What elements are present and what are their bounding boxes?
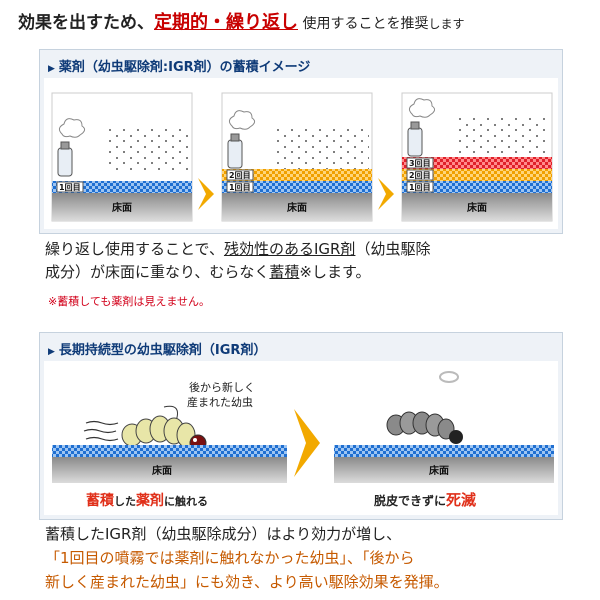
headline-middle: 使用することを推奨 — [298, 16, 428, 32]
headline-emphasis: 定期的・繰り返し — [154, 12, 298, 33]
accumulation-diagram: 1回目 床面 2回目 1回目 — [44, 78, 558, 229]
stage-3: 3回目 2回目 1回目 床面 — [402, 93, 552, 221]
bottom-line-3-text: 新しく産まれた幼虫」にも効き、より高い駆除効果を発揮。 — [45, 573, 449, 591]
description-line-1: 繰り返し使用することで、残効性のあるIGR剤（幼虫駆除 — [45, 238, 430, 261]
description-line1-c: （幼虫駆除 — [355, 240, 430, 258]
headline: 効果を出すため、定期的・繰り返し 使用することを推奨します — [18, 8, 464, 34]
bottom-line-2: 「1回目の噴霧では薬剤に触れなかった幼虫」、「後から — [45, 546, 449, 570]
layer-1-label: 1回目 — [409, 183, 431, 192]
accumulated-layer — [334, 445, 554, 457]
spray-particles — [454, 116, 549, 158]
igr-panel-title: ▶ 長期持続型の幼虫駆除剤（IGR剤） — [48, 339, 266, 358]
larva-caption-1: 後から新しく — [189, 380, 255, 394]
description-line1-a: 繰り返し使用することで、 — [45, 240, 224, 258]
motion-lines-icon — [84, 422, 118, 441]
igr-svg: 後から新しく 産まれた幼虫 — [44, 361, 558, 515]
right-caption-b: 死滅 — [446, 491, 476, 509]
larva-after: 床面 脱皮できずに死滅 — [334, 372, 554, 509]
bottom-line-1: 蓄積したIGR剤（幼虫駆除成分）はより効力が増し、 — [45, 522, 449, 546]
floor-label: 床面 — [287, 201, 307, 214]
description-line1-b: 残効性のあるIGR剤 — [224, 240, 355, 258]
description-line2-a: 成分）が床面に重なり、むらなく — [45, 263, 269, 281]
left-caption-c: 薬剤 — [136, 492, 164, 509]
headline-suffix: します — [428, 17, 464, 31]
layer-2-label: 2回目 — [229, 171, 251, 180]
larva-before: 後から新しく 産まれた幼虫 — [52, 380, 287, 509]
spray-particles — [274, 126, 369, 171]
accumulated-layer — [52, 445, 287, 457]
left-caption: 蓄積した薬剤に触れる — [86, 492, 208, 509]
stage-1: 1回目 床面 — [52, 93, 192, 221]
description-line-2: 成分）が床面に重なり、むらなく蓄積※します。 — [45, 261, 430, 284]
floor-label: 床面 — [467, 201, 487, 214]
description-line2-c: ※します。 — [299, 263, 370, 281]
arrow-right-icon — [378, 178, 394, 210]
layer-1-label: 1回目 — [59, 183, 81, 192]
note: ※蓄積しても薬剤は見えません。 — [48, 293, 210, 309]
arrow-right-icon — [294, 409, 320, 477]
floor-label: 床面 — [152, 464, 172, 477]
halo-icon — [440, 372, 458, 382]
description-line2-b: 蓄積 — [269, 263, 299, 281]
floor-label: 床面 — [112, 201, 132, 214]
triangle-icon: ▶ — [48, 347, 55, 357]
bottom-text: 蓄積したIGR剤（幼虫駆除成分）はより効力が増し、 「1回目の噴霧では薬剤に触れ… — [45, 522, 449, 594]
description: 繰り返し使用することで、残効性のあるIGR剤（幼虫駆除 成分）が床面に重なり、む… — [45, 238, 430, 284]
layer-2-label: 2回目 — [409, 171, 431, 180]
triangle-icon: ▶ — [48, 64, 55, 74]
layer-3-label: 3回目 — [409, 159, 431, 168]
left-caption-d: に触れる — [164, 494, 208, 508]
left-caption-a: 蓄積 — [86, 492, 115, 509]
accumulation-panel: ▶ 薬剤（幼虫駆除剤:IGR剤）の蓄積イメージ — [39, 49, 563, 234]
right-caption-a: 脱皮できずに — [374, 493, 446, 508]
left-caption-b: した — [114, 495, 136, 508]
igr-title-text: 長期持続型の幼虫駆除剤（IGR剤） — [59, 343, 267, 358]
right-caption: 脱皮できずに死滅 — [374, 491, 476, 509]
larva-caption-2: 産まれた幼虫 — [187, 396, 253, 409]
arrow-right-icon — [198, 178, 214, 210]
accumulation-svg: 1回目 床面 2回目 1回目 — [44, 78, 558, 229]
igr-panel: ▶ 長期持続型の幼虫駆除剤（IGR剤） 後から新しく 産まれた幼虫 — [39, 332, 563, 520]
accumulation-title-text: 薬剤（幼虫駆除剤:IGR剤）の蓄積イメージ — [59, 60, 310, 75]
headline-prefix: 効果を出すため、 — [18, 13, 154, 33]
stage-2: 2回目 1回目 床面 — [222, 93, 372, 221]
igr-diagram: 後から新しく 産まれた幼虫 — [44, 361, 558, 515]
dead-larva-icon — [387, 412, 463, 444]
bottom-line-3: 新しく産まれた幼虫」にも効き、より高い駆除効果を発揮。 — [45, 570, 449, 594]
floor-label: 床面 — [429, 464, 449, 477]
spray-particles — [104, 128, 189, 173]
accumulation-panel-title: ▶ 薬剤（幼虫駆除剤:IGR剤）の蓄積イメージ — [48, 56, 310, 75]
layer-1-label: 1回目 — [229, 183, 251, 192]
